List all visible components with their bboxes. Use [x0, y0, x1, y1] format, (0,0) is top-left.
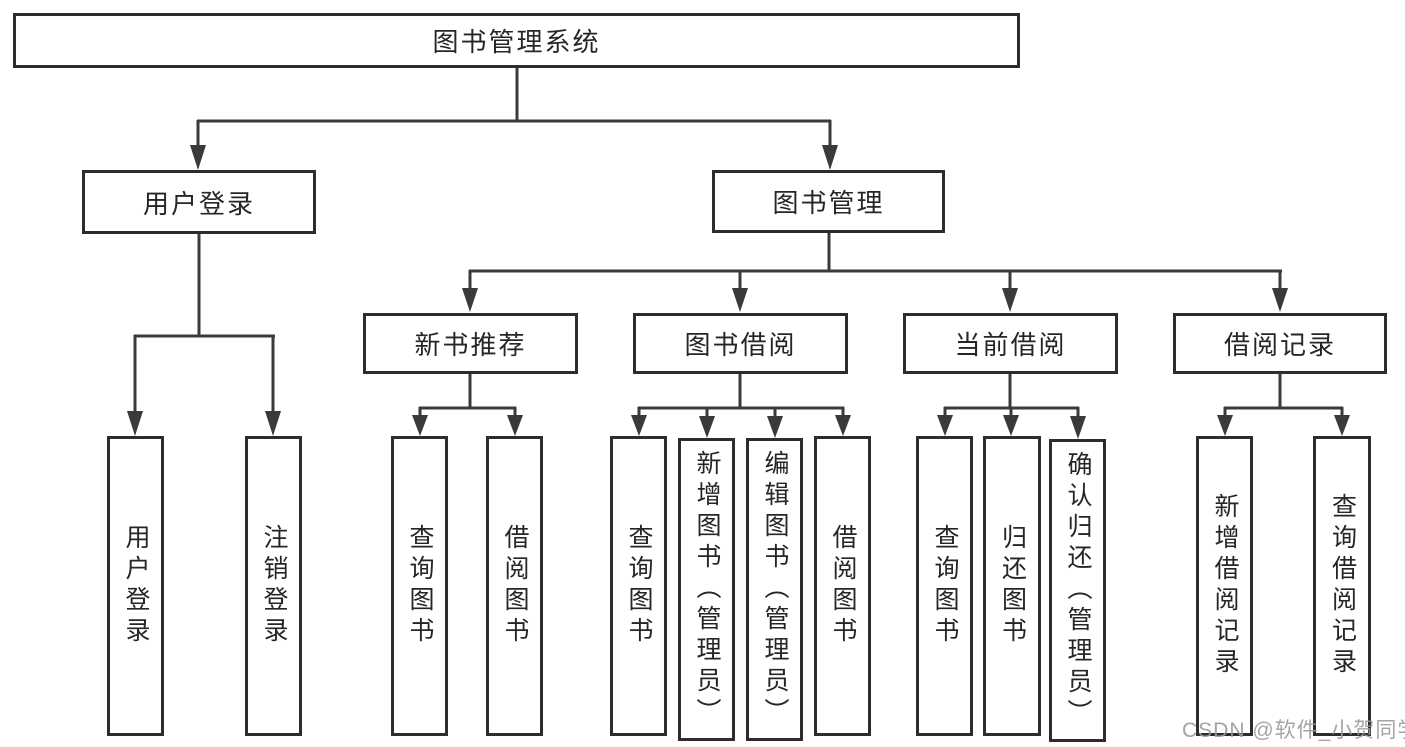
leaf-query-books-recommend: 查询图书: [391, 436, 448, 736]
leaf-query-books-current: 查询图书: [916, 436, 973, 736]
leaf-edit-books-admin: 编辑图书（管理员）: [746, 438, 803, 741]
leaf-query-books-borrow: 查询图书: [610, 436, 667, 736]
leaf-logout: 注销登录: [245, 436, 302, 736]
node-user-login: 用户登录: [82, 170, 316, 234]
watermark: CSDN @软件_小贺同学: [1182, 719, 1405, 742]
node-root: 图书管理系统: [13, 13, 1020, 68]
node-book-management: 图书管理: [712, 170, 945, 233]
node-current-borrow: 当前借阅: [903, 313, 1118, 374]
connector-new-book-recommend-to-leaves: [412, 373, 523, 436]
leaf-return-books: 归还图书: [983, 436, 1041, 736]
connector-book-management-to-level3: [462, 233, 1288, 312]
connector-borrow-records-to-leaves: [1217, 373, 1350, 436]
leaf-borrow-books: 借阅图书: [814, 436, 871, 736]
node-book-borrow: 图书借阅: [633, 313, 848, 374]
leaf-confirm-return-admin: 确认归还（管理员）: [1049, 439, 1106, 742]
connector-user-login-to-leaves: [127, 234, 281, 436]
leaf-add-borrow-record: 新增借阅记录: [1196, 436, 1253, 736]
connector-book-borrow-to-leaves: [631, 373, 851, 438]
node-borrow-records: 借阅记录: [1173, 313, 1387, 374]
leaf-query-borrow-record: 查询借阅记录: [1313, 436, 1371, 736]
connector-root-to-level2: [190, 68, 838, 170]
node-new-book-recommend: 新书推荐: [363, 313, 578, 374]
leaf-borrow-books-recommend: 借阅图书: [486, 436, 543, 736]
leaf-add-books-admin: 新增图书（管理员）: [678, 438, 735, 741]
leaf-user-login: 用户登录: [107, 436, 164, 736]
connector-current-borrow-to-leaves: [937, 373, 1086, 439]
